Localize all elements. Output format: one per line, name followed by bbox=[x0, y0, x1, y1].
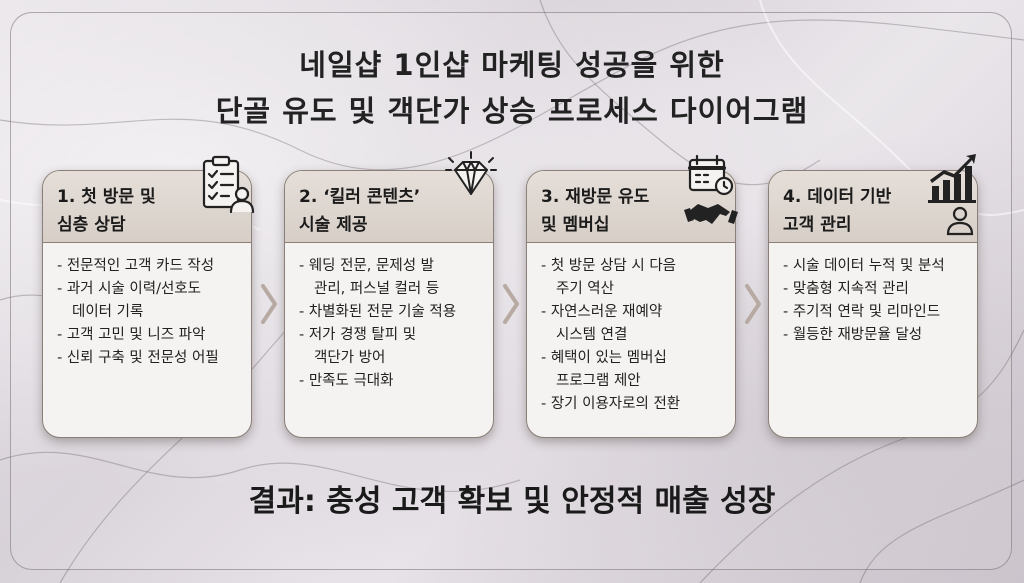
step-3-title-line2: 및 멤버십 bbox=[541, 215, 610, 235]
list-item: - 차별화된 전문 기술 적용 bbox=[299, 304, 457, 320]
page-title-line1: 네일샵 1인샵 마케팅 성공을 위한 bbox=[299, 48, 725, 82]
step-4-title-line1: 4. 데이터 기반 bbox=[783, 187, 892, 207]
list-item: - 주기적 연락 및 리마인드 bbox=[783, 304, 941, 320]
page-title-line2: 단골 유도 및 객단가 상승 프로세스 다이어그램 bbox=[215, 94, 809, 128]
step-card-4-header: 4. 데이터 기반 고객 관리 bbox=[769, 171, 977, 243]
result-statement: 결과: 충성 고객 확보 및 안정적 매출 성장 bbox=[248, 484, 776, 519]
step-2-title-line1: 2. ‘킬러 콘텐츠’ bbox=[299, 187, 421, 207]
step-card-2-header: 2. ‘킬러 콘텐츠’ 시술 제공 bbox=[285, 171, 493, 243]
list-item: - 전문적인 고객 카드 작성 bbox=[57, 258, 215, 274]
list-item: - 시술 데이터 누적 및 분석 bbox=[783, 258, 945, 274]
arrow-right-icon bbox=[503, 284, 519, 324]
list-item: - 월등한 재방문율 달성 bbox=[783, 327, 923, 343]
step-1-title-line1: 1. 첫 방문 및 bbox=[57, 187, 156, 207]
arrow-right-icon bbox=[261, 284, 277, 324]
step-1-title-line2: 심층 상담 bbox=[57, 215, 126, 235]
step-4-list: - 시술 데이터 누적 및 분석 - 맞춤형 지속적 관리 - 주기적 연락 및… bbox=[769, 243, 977, 347]
step-4-title-line2: 고객 관리 bbox=[783, 215, 852, 235]
list-item: - 신뢰 구축 및 전문성 어필 bbox=[57, 350, 219, 366]
step-2-title-line2: 시술 제공 bbox=[299, 215, 368, 235]
diamond-icon bbox=[445, 151, 497, 195]
list-item: - 고객 고민 및 니즈 파악 bbox=[57, 327, 206, 343]
chart-user-icon bbox=[928, 154, 976, 236]
list-item: - 장기 이용자로의 전환 bbox=[541, 396, 681, 412]
step-card-4: 4. 데이터 기반 고객 관리 - 시술 데이터 누적 및 분석 - 맞춤형 지… bbox=[768, 170, 978, 438]
list-item: - 맞춤형 지속적 관리 bbox=[783, 281, 909, 297]
clipboard-user-icon bbox=[202, 155, 255, 214]
list-item: - 만족도 극대화 bbox=[299, 373, 394, 389]
calendar-handshake-icon bbox=[684, 154, 738, 224]
arrow-right-icon bbox=[745, 284, 761, 324]
step-3-title-line1: 3. 재방문 유도 bbox=[541, 187, 650, 207]
